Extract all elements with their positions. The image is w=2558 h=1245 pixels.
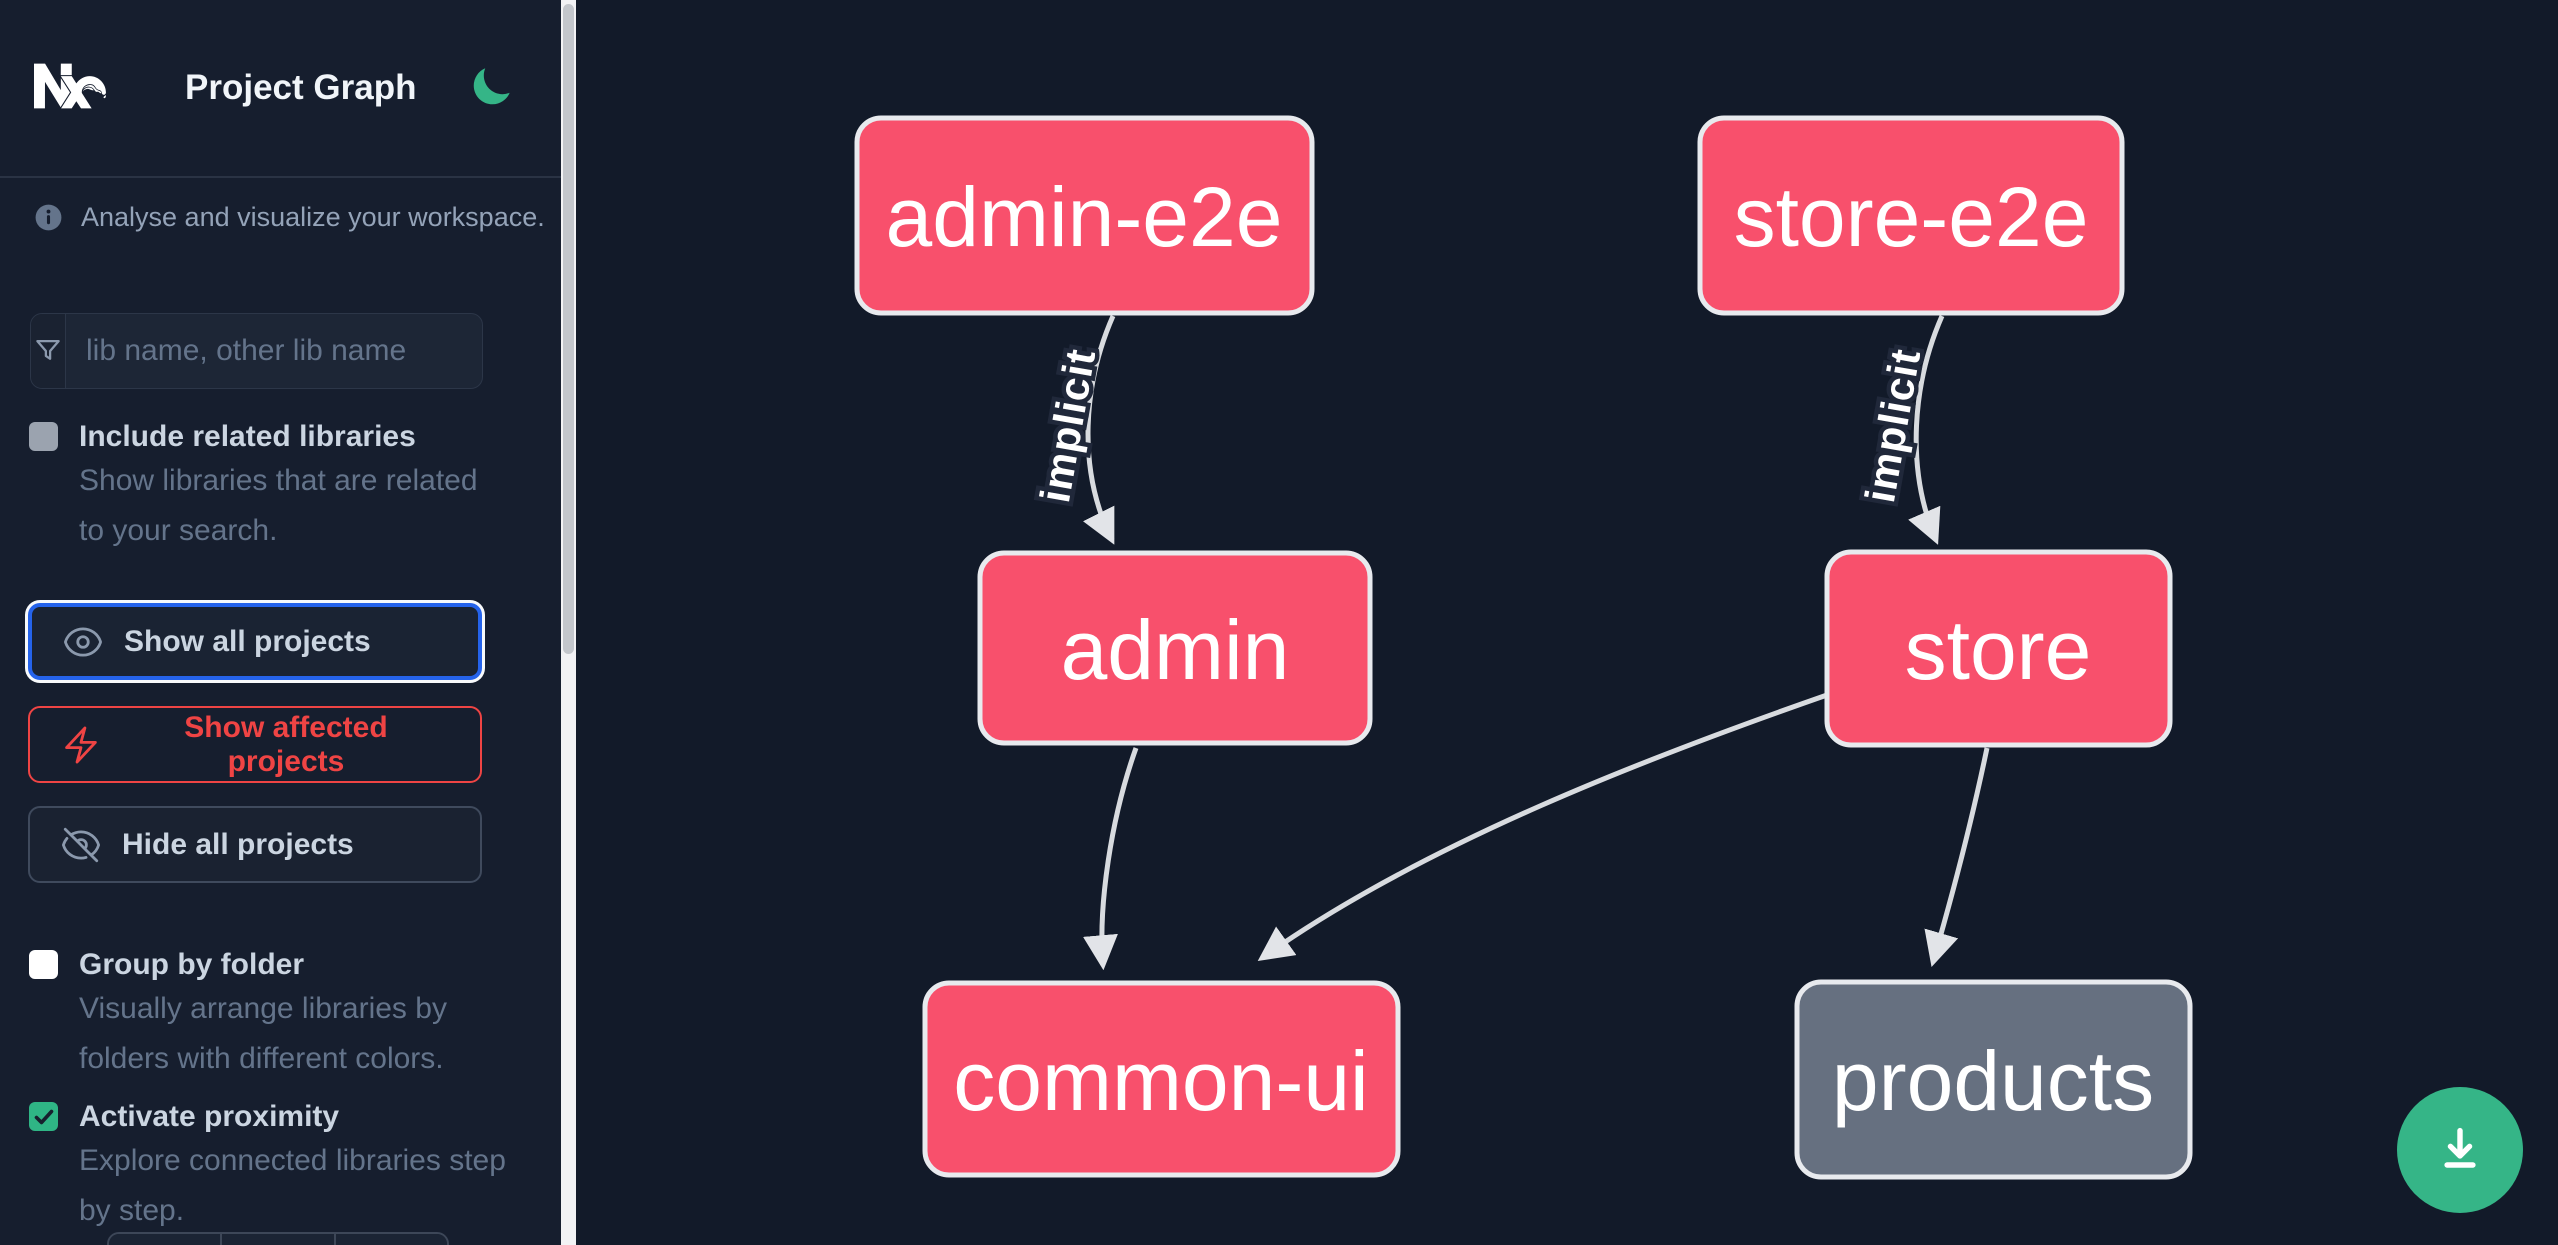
funnel-icon	[31, 314, 66, 388]
theme-toggle-button[interactable]	[467, 64, 515, 112]
button-label: Show all projects	[124, 624, 371, 658]
stepper-value	[222, 1234, 336, 1245]
eye-icon	[64, 626, 102, 657]
svg-text:store: store	[1905, 603, 2092, 697]
group-by-folder-checkbox[interactable]	[29, 950, 58, 979]
edge-store-e2e-store	[1908, 314, 1945, 545]
workspace-tagline: Analyse and visualize your workspace.	[81, 202, 545, 232]
edge-admin-common-ui	[1083, 747, 1139, 971]
moon-icon	[473, 68, 510, 105]
eye-slash-icon	[61, 827, 101, 862]
toggle-label: Group by folder	[79, 948, 304, 981]
stepper-decrement[interactable]	[109, 1234, 223, 1245]
show-all-projects-button[interactable]: Show all projects	[28, 603, 482, 680]
edge-store-common-ui	[1257, 692, 1828, 962]
edge-admin-e2e-admin	[1083, 314, 1116, 545]
toggle-description: Visually arrange libraries by folders wi…	[79, 992, 447, 1075]
hide-all-projects-button[interactable]: Hide all projects	[28, 806, 482, 883]
scrollbar-thumb[interactable]	[563, 4, 574, 654]
nx-logo-icon	[34, 63, 107, 109]
graph-node-admin-e2e[interactable]: admin-e2e	[854, 115, 1315, 316]
graph-node-common-ui[interactable]: common-ui	[922, 980, 1401, 1178]
search-input[interactable]	[66, 314, 482, 388]
sidebar: Project Graph Analyse and visualize your…	[0, 0, 561, 1245]
stepper-increment[interactable]	[335, 1234, 447, 1245]
include-related-checkbox[interactable]	[29, 422, 58, 451]
toggle-activate-proximity: Activate proximity Explore connected lib…	[29, 1098, 511, 1236]
download-icon	[2444, 1127, 2476, 1168]
toggle-description: Explore connected libraries step by step…	[79, 1144, 506, 1227]
toggle-label: Include related libraries	[79, 420, 416, 453]
page-title: Project Graph	[185, 68, 417, 107]
svg-text:common-ui: common-ui	[953, 1034, 1368, 1128]
graph-node-store[interactable]: store	[1824, 549, 2173, 748]
svg-text:products: products	[1832, 1034, 2154, 1128]
toggle-label: Activate proximity	[79, 1100, 340, 1133]
toggle-group-by-folder: Group by folder Visually arrange librari…	[29, 946, 511, 1084]
sidebar-header: Project Graph	[0, 0, 561, 178]
workspace-tagline-row: Analyse and visualize your workspace.	[33, 202, 545, 233]
svg-text:admin: admin	[1061, 603, 1290, 697]
bolt-icon	[65, 726, 97, 763]
svg-text:admin-e2e: admin-e2e	[886, 170, 1283, 264]
info-icon	[35, 204, 62, 231]
show-affected-projects-button[interactable]: Show affected projects	[28, 706, 482, 783]
toggle-include-related: Include related libraries Show libraries…	[29, 418, 511, 556]
svg-text:store-e2e: store-e2e	[1734, 170, 2089, 264]
toggle-description: Show libraries that are related to your …	[79, 464, 478, 547]
button-label: Hide all projects	[122, 827, 354, 861]
edge-store-products	[1924, 747, 1990, 968]
activate-proximity-checkbox[interactable]	[29, 1102, 58, 1131]
search-bar	[30, 313, 483, 389]
sidebar-scrollbar[interactable]	[561, 0, 576, 1245]
check-icon	[34, 1109, 53, 1124]
button-label: Show affected projects	[184, 710, 388, 778]
download-graph-button[interactable]	[2397, 1087, 2523, 1213]
proximity-stepper[interactable]	[107, 1232, 449, 1245]
graph-node-products[interactable]: products	[1794, 979, 2193, 1180]
graph-node-admin[interactable]: admin	[977, 550, 1373, 746]
graph-node-store-e2e[interactable]: store-e2e	[1697, 115, 2125, 316]
